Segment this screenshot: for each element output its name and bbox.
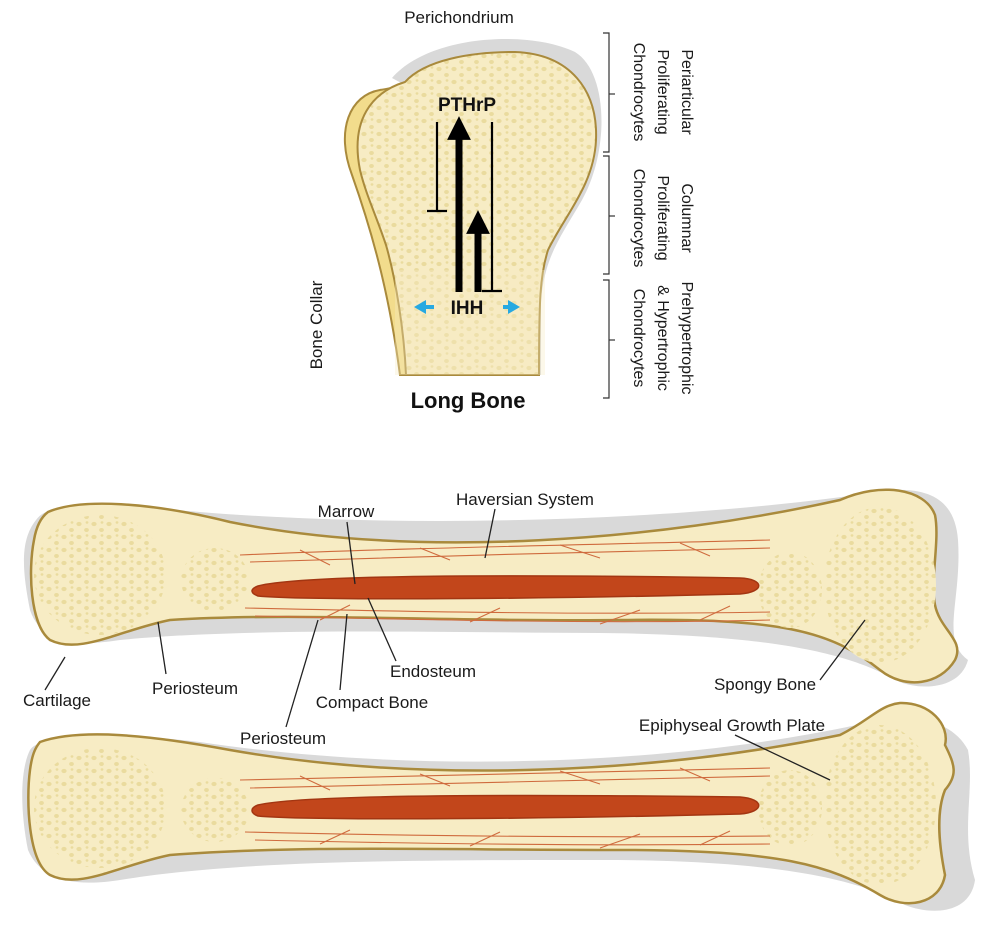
zone-periarticular: Periarticular Proliferating Chondrocytes	[630, 43, 695, 142]
endosteum-label: Endosteum	[390, 662, 476, 681]
leader-lines	[44, 508, 866, 781]
spongy-bone-label: Spongy Bone	[714, 675, 816, 694]
long-bone-upper	[23, 488, 969, 687]
haversian-lines-upper	[239, 539, 771, 625]
hypertrophic-zone-tint	[395, 270, 545, 375]
svg-text:Prehypertrophic: Prehypertrophic	[678, 282, 695, 395]
haversian-label: Haversian System	[456, 490, 594, 509]
long-bone-lower	[22, 701, 975, 911]
ihh-label: IHH	[451, 298, 484, 319]
marrow-cavity-upper	[251, 575, 760, 600]
inhibition-bar-left	[427, 122, 447, 213]
spongy-left-lower	[34, 748, 166, 868]
perichondrium-label: Perichondrium	[404, 8, 514, 27]
svg-text:Chondrocytes: Chondrocytes	[630, 169, 647, 268]
svg-text:& Hypertrophic: & Hypertrophic	[654, 285, 671, 391]
long-bone-title: Long Bone	[411, 388, 526, 413]
bone-collar-label: Bone Collar	[307, 280, 326, 369]
ihh-lateral-arrows	[414, 300, 520, 314]
zone-brackets	[603, 32, 615, 399]
zone-hypertrophic: Prehypertrophic & Hypertrophic Chondrocy…	[630, 282, 695, 395]
marrow-cavity-lower	[251, 794, 760, 820]
haversian-lines-lower	[239, 767, 771, 849]
compact-bone-label: Compact Bone	[316, 693, 428, 712]
pthrp-label: PTHrP	[438, 95, 496, 116]
svg-text:Periarticular: Periarticular	[678, 49, 695, 135]
spongy-left	[34, 515, 166, 635]
svg-text:Columnar: Columnar	[678, 183, 695, 253]
periosteum-left-label: Periosteum	[152, 679, 238, 698]
spongy-left-inner-lower	[181, 778, 249, 842]
periosteum-bottom-label: Periosteum	[240, 729, 326, 748]
spongy-right-inner-lower	[758, 770, 822, 846]
svg-text:Proliferating: Proliferating	[654, 175, 671, 260]
spongy-left-inner	[181, 548, 249, 612]
spongy-right-lower	[824, 725, 936, 885]
svg-text:Proliferating: Proliferating	[654, 49, 671, 134]
spongy-right-inner	[758, 552, 822, 628]
top-bone-diagram: PTHrP IHH Long Bone Perichondrium Bone C…	[307, 8, 695, 413]
svg-text:Chondrocytes: Chondrocytes	[630, 289, 647, 388]
growth-plate-label: Epiphyseal Growth Plate	[639, 716, 825, 735]
spongy-right	[824, 507, 936, 663]
svg-text:Chondrocytes: Chondrocytes	[630, 43, 647, 142]
marrow-label: Marrow	[318, 502, 375, 521]
cartilage-label: Cartilage	[23, 691, 91, 710]
zone-columnar: Columnar Proliferating Chondrocytes	[630, 169, 695, 268]
inhibition-bar-right	[482, 122, 502, 293]
